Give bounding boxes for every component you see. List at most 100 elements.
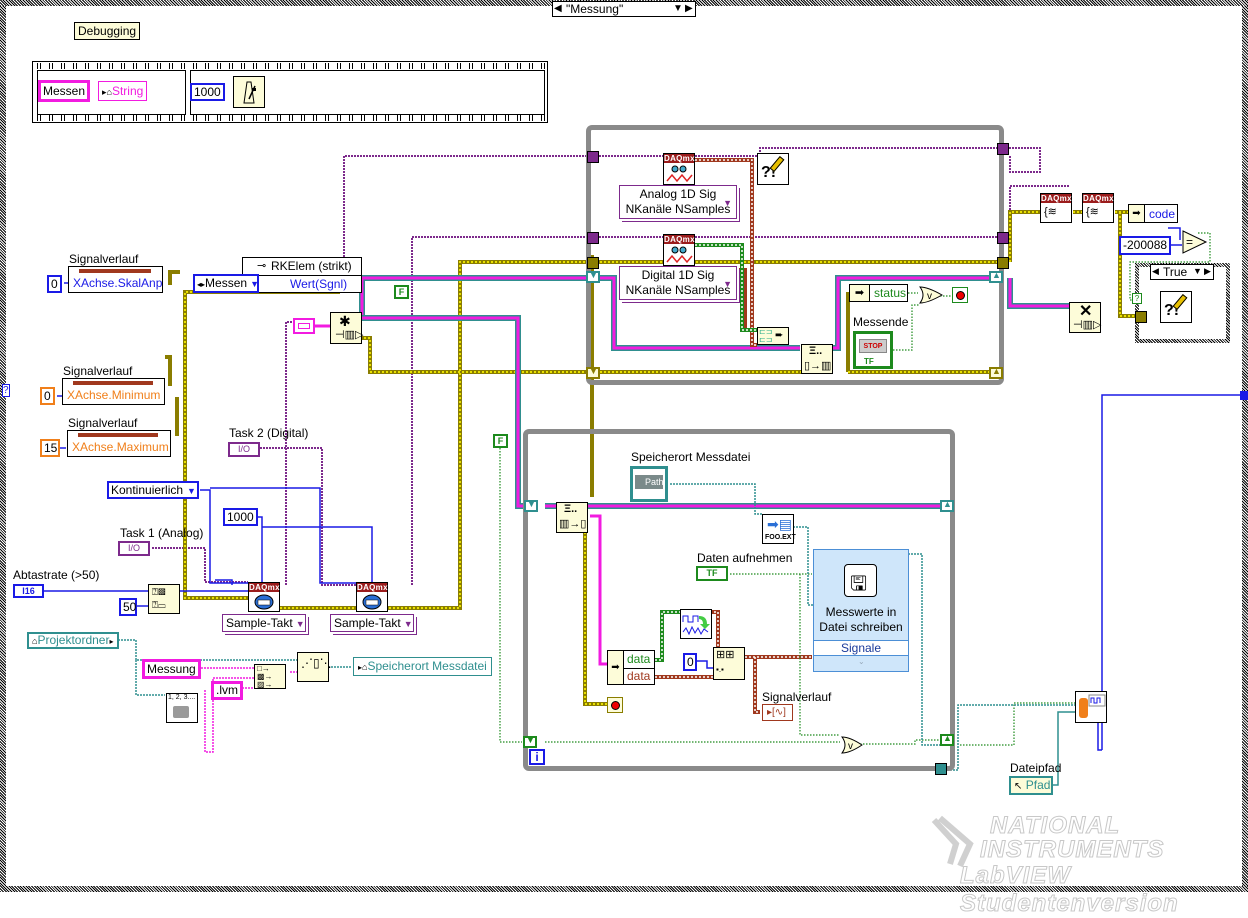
daqmx-read-digital[interactable]: DAQmx bbox=[663, 234, 695, 266]
messende-stop-button[interactable]: STOP TF bbox=[853, 331, 893, 369]
diagram-border-left bbox=[0, 0, 6, 892]
clock-icon bbox=[254, 594, 274, 610]
autonum-label: 1, 2, 3.... bbox=[168, 694, 196, 701]
upper-while-loop[interactable] bbox=[586, 125, 1004, 385]
equal-compare-icon[interactable]: = bbox=[1182, 230, 1208, 254]
rate-control[interactable]: I16 bbox=[13, 584, 44, 598]
enqueue-icon: ⊸ bbox=[257, 260, 267, 272]
express-write-file[interactable]: 🖫 Messwerte in Datei schreiben Signale ⌄ bbox=[813, 549, 909, 672]
index-const[interactable]: 0 bbox=[683, 653, 697, 671]
queue-type-const[interactable] bbox=[293, 318, 315, 334]
file-icon-label: FOO.EXT bbox=[765, 534, 796, 541]
case-dropdown-arrow[interactable]: ▼ bbox=[673, 3, 683, 14]
minimum-input-const[interactable]: 0 bbox=[40, 387, 55, 405]
enqueue-element-node[interactable]: ⊸ RKElem (strikt) Wert(Sgnl) bbox=[242, 257, 362, 293]
case-next-arrow[interactable]: ▶ bbox=[685, 3, 693, 14]
speicherort-path-indicator[interactable]: Path bbox=[630, 466, 668, 502]
timing-mode-ring-1[interactable]: Sample-Takt▼ bbox=[222, 614, 306, 632]
path-display: Path bbox=[635, 475, 664, 489]
loop-stop-condition[interactable] bbox=[952, 287, 968, 303]
signalverlauf-graph-terminal[interactable]: ▸[∿] bbox=[762, 704, 793, 721]
tunnel bbox=[997, 232, 1009, 244]
case-prev-arrow[interactable]: ◀ bbox=[1152, 266, 1159, 276]
lower-while-loop[interactable] bbox=[523, 429, 955, 771]
daten-aufnehmen-control[interactable]: TF bbox=[696, 566, 728, 581]
false-const-2[interactable]: F bbox=[493, 434, 508, 448]
unbundle-code-node[interactable]: ➡ code bbox=[1128, 204, 1178, 223]
concat-icon: □→▩→▨→ bbox=[257, 664, 273, 689]
task2-io-const[interactable]: I/O bbox=[228, 442, 260, 457]
stop-tf-label: TF bbox=[864, 357, 874, 366]
daqmx-header: DAQmx bbox=[1083, 194, 1114, 203]
timing-mode-ring-2[interactable]: Sample-Takt▼ bbox=[330, 614, 414, 632]
read-digital-mode-ring[interactable]: Digital 1D Sig NKanäle NSamples ▼ bbox=[619, 266, 737, 300]
dequeue-node[interactable]: Ξ.. ▥→▯ bbox=[556, 502, 588, 533]
string-local-variable[interactable]: ▸⌂String bbox=[98, 81, 148, 101]
messen-enum-const[interactable]: ◂▸Messen▼ bbox=[193, 274, 259, 293]
tunnel bbox=[587, 151, 599, 163]
or-gate-icon[interactable]: v bbox=[840, 736, 864, 754]
dateipfad-control[interactable]: ↖ Pfad bbox=[1009, 776, 1053, 795]
obtain-queue-node[interactable]: ✱ ⊣▥▷ bbox=[330, 312, 364, 344]
case-prev-arrow[interactable]: ◀ bbox=[554, 3, 562, 14]
prop-node-skalanp[interactable]: XAchse.SkalAnp bbox=[68, 266, 163, 293]
clear-errors-node[interactable]: ?! bbox=[1160, 291, 1192, 323]
unbundle-status-node[interactable]: ➡ status bbox=[849, 284, 908, 302]
unbundle-data-node[interactable]: ➡ data data bbox=[607, 650, 655, 685]
watermark-line-1: NATIONAL bbox=[989, 812, 1121, 840]
prop-node-minimum[interactable]: XAchse.Minimum bbox=[62, 378, 165, 405]
maximum-input-const[interactable]: 15 bbox=[40, 439, 60, 457]
daqmx-header: DAQmx bbox=[357, 583, 388, 592]
queue-glyph: ⊣▥▷ bbox=[335, 329, 364, 341]
dateipfad-value: Pfad bbox=[1025, 778, 1051, 792]
build-path-node[interactable]: ⋰▯⋱ bbox=[297, 652, 332, 682]
task1-io-const[interactable]: I/O bbox=[118, 541, 150, 556]
sample-mode-const[interactable]: Kontinuierlich▼ bbox=[107, 481, 199, 499]
insert-into-array-node[interactable]: ⊞⊞ ▪.▪ bbox=[713, 647, 745, 680]
messen-string-const[interactable]: Messen bbox=[38, 80, 91, 102]
daqmx-timing-node-2[interactable]: DAQmx bbox=[356, 582, 388, 612]
max-compare-node[interactable]: ⍰▩ ⍰▭ bbox=[148, 584, 180, 614]
build-path-foo-node[interactable]: ➡▤ FOO.EXT bbox=[762, 514, 796, 544]
case-next-arrow[interactable]: ▶ bbox=[1204, 266, 1211, 276]
release-queue-node[interactable]: ✕ ⊣▥▷ bbox=[1069, 302, 1101, 333]
wait-ms-const[interactable]: 1000 bbox=[190, 83, 225, 101]
simple-error-handler-1[interactable]: ?! bbox=[757, 153, 789, 185]
samples-per-channel-const[interactable]: 1000 bbox=[223, 508, 258, 526]
daqmx-read-analog[interactable]: DAQmx bbox=[663, 153, 695, 185]
error-code-const[interactable]: -200088 bbox=[1119, 236, 1172, 255]
digital-waveform-icon bbox=[682, 615, 710, 636]
speicherort-local-var[interactable]: ▸⌂Speicherort Messdatei bbox=[353, 657, 492, 676]
prop-node-maximum[interactable]: XAchse.Maximum bbox=[67, 430, 171, 457]
case-selector[interactable]: ◀ "Messung" ▼ ▶ bbox=[552, 1, 696, 17]
express-input-row[interactable]: Signale bbox=[814, 640, 908, 656]
unbundle-arrow-cell: ➡ bbox=[850, 285, 870, 301]
express-input-label: Signale bbox=[840, 641, 882, 655]
digital-to-analog-node[interactable] bbox=[680, 609, 712, 639]
prop-node-property: XAchse.Maximum bbox=[72, 440, 169, 454]
daqmx-clear-task[interactable]: DAQmx {≋ bbox=[1082, 193, 1114, 223]
enqueue-data-node[interactable]: Ξ.. ▯→▥ bbox=[801, 344, 833, 374]
case-true-selector[interactable]: ◀ True ▼ ▶ bbox=[1150, 264, 1214, 280]
folder-icon bbox=[173, 706, 189, 718]
build-array-node[interactable]: ⊏⊐⊏⊐ ➨ bbox=[757, 327, 789, 345]
autonum-subvi[interactable]: 1, 2, 3.... bbox=[166, 693, 198, 723]
show-file-node[interactable] bbox=[1075, 691, 1107, 723]
case-dropdown-arrow[interactable]: ▼ bbox=[1193, 266, 1202, 276]
or-gate-icon[interactable]: v bbox=[918, 286, 944, 304]
daqmx-stop-task[interactable]: DAQmx {≋ bbox=[1040, 193, 1072, 223]
false-const[interactable]: F bbox=[394, 285, 409, 299]
rate-min-const[interactable]: 50 bbox=[119, 598, 137, 616]
express-expand-icon[interactable]: ⌄ bbox=[858, 657, 865, 666]
messung-string-const[interactable]: Messung bbox=[142, 659, 201, 679]
lvm-ext-const[interactable]: .lvm bbox=[211, 681, 243, 700]
unknown-terminal[interactable]: ? bbox=[2, 384, 10, 397]
skalanp-input-const[interactable]: 0 bbox=[47, 275, 62, 293]
daqmx-timing-node-1[interactable]: DAQmx bbox=[248, 582, 280, 612]
max-min-icon-2: ⍰▭ bbox=[152, 600, 166, 611]
wait-metronome-node[interactable] bbox=[233, 76, 265, 108]
read-analog-mode-ring[interactable]: Analog 1D Sig NKanäle NSamples ▼ bbox=[619, 185, 737, 219]
projektordner-var[interactable]: ⌂Projektordner▸ bbox=[27, 632, 119, 649]
concat-strings-node[interactable]: □→▩→▨→ bbox=[254, 664, 286, 689]
read-mode-dropdown-icon: ▼ bbox=[723, 198, 732, 208]
